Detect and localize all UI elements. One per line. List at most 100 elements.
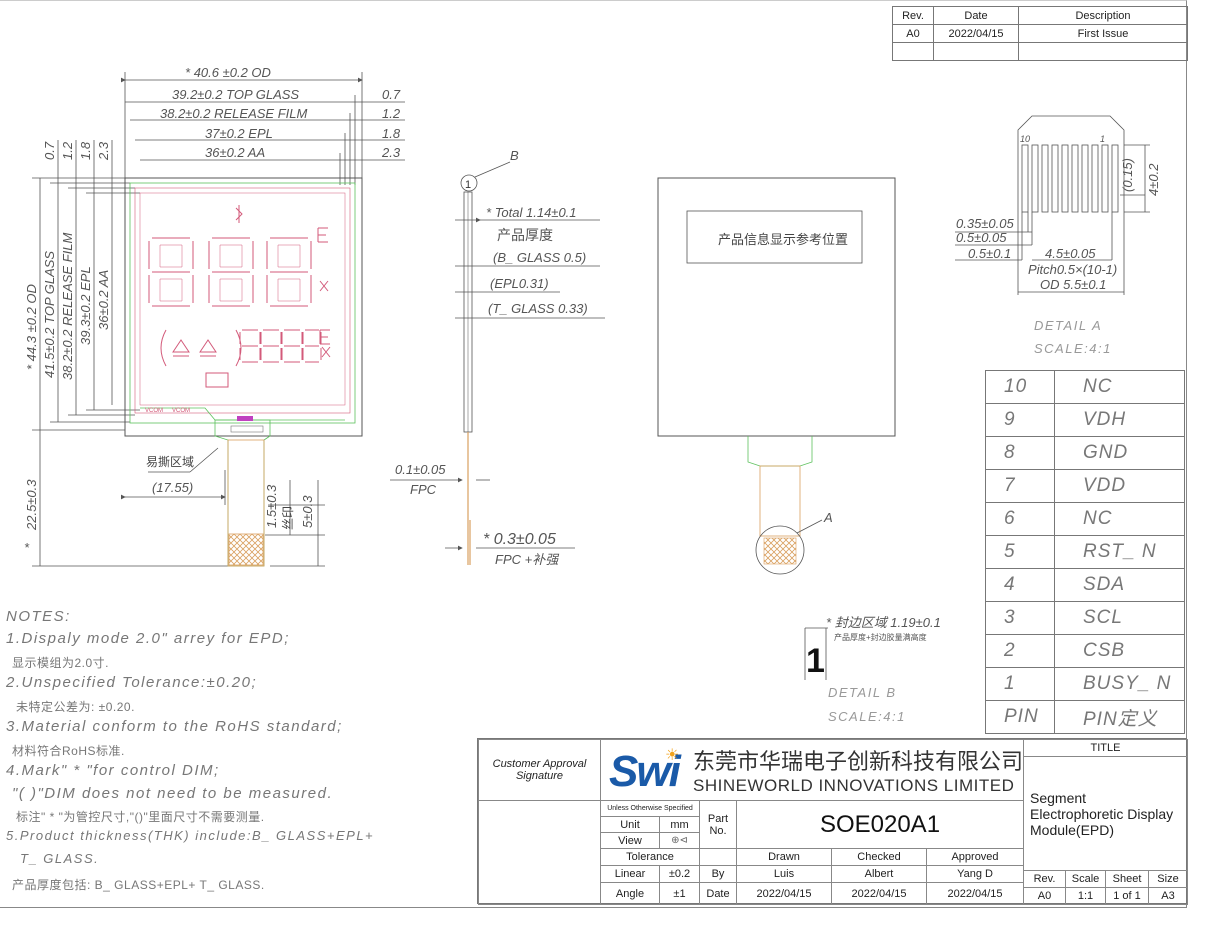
approved-label: Approved (926, 848, 1024, 866)
drawn-label: Drawn (736, 848, 832, 866)
drawn-date: 2022/04/15 (736, 882, 832, 905)
pin-name: SDA (1054, 568, 1185, 602)
fpc-stiff-thickness: * 0.3±0.05 (483, 531, 556, 548)
rev-value: A0 (1023, 887, 1066, 905)
checked-by: Albert (831, 865, 927, 883)
note-line: 材料符合RoHS标准. (12, 744, 125, 758)
dim-top-left-2: 1.8 (78, 141, 93, 160)
rev-label: Rev. (1023, 870, 1066, 888)
unless-specified: Unless Otherwise Specified (600, 800, 700, 817)
detail-b-dim: * 封边区域 1.19±0.1 (826, 615, 941, 630)
empty-cell (1018, 42, 1188, 61)
dim-fpc-a: 1.5±0.3 (264, 484, 279, 528)
note-line: 2.Unspecified Tolerance:±0.20; (6, 674, 258, 691)
fpc-label: FPC (410, 482, 437, 497)
detail-b: 1 * 封边区域 1.19±0.1 产品厚度+封边胶量满高度 DETAIL B … (804, 615, 941, 724)
dim-epl-width: 37±0.2 EPL (205, 126, 273, 141)
front-view: VCOM VCOM * 40.6 ±0.2 OD 39.2±0.2 TOP GL… (24, 65, 405, 567)
sheet-value: 1 of 1 (1105, 887, 1149, 905)
dim-right-1: 1.2 (382, 106, 401, 121)
company-name-en: SHINEWORLD INNOVATIONS LIMITED (693, 776, 1015, 795)
detail-a-dim-5: OD 5.5±0.1 (1040, 277, 1106, 292)
back-view: 产品信息显示参考位置 A (657, 177, 896, 575)
fpc-thickness: 0.1±0.05 (395, 462, 446, 477)
pin-name: GND (1054, 436, 1185, 470)
part-number: SOE020A1 (736, 800, 1024, 849)
approved-date: 2022/04/15 (926, 882, 1024, 905)
detail-b-title: DETAIL B (828, 685, 897, 700)
dim-epl-height: 39.3±0.2 EPL (78, 266, 93, 345)
note-line: 标注" * "为管控尺寸,"()"里面尺寸不需要测量. (16, 810, 265, 824)
company-name-cn: 东莞市华瑞电子创新科技有限公司 (693, 749, 1024, 774)
detail-a-dim-7: 4±0.2 (1146, 163, 1161, 196)
detail-a-dim-0: 0.35±0.05 (956, 216, 1015, 231)
total-thickness: * Total 1.14±0.1 (486, 205, 577, 220)
notes-heading: NOTES: (6, 608, 71, 625)
dim-right-3: 2.3 (381, 145, 401, 160)
pin-number: 1 (985, 667, 1055, 701)
checked-date: 2022/04/15 (831, 882, 927, 905)
part-label: Part No. (699, 800, 737, 849)
dim-right-0: 0.7 (382, 87, 401, 102)
detail-a-dim-6: (0.15) (1120, 158, 1135, 192)
detail-a-pin-last: 1 (1100, 134, 1105, 144)
unit-value: mm (659, 816, 700, 833)
note-line: 1.Dispaly mode 2.0" arrey for EPD; (6, 630, 290, 647)
customer-approval-cell: Customer Approval Signature (478, 739, 601, 801)
dim-top-left-3: 2.3 (96, 141, 111, 161)
star-mark: * (24, 540, 30, 555)
by-label: By (699, 865, 737, 883)
detail-a-dim-2: 0.5±0.1 (968, 246, 1011, 261)
sunburst-icon: ☀ (665, 747, 680, 764)
tolerance-label: Tolerance (600, 848, 700, 866)
bend-area-label: 易撕区域 (146, 455, 194, 469)
title-block: Customer Approval Signature Swi ☀ 东莞市华瑞电… (477, 738, 1188, 905)
callout-b: B (510, 148, 519, 163)
date-label: Date (699, 882, 737, 905)
pin-number: 8 (985, 436, 1055, 470)
dim-fpc-b: 5±0.3 (300, 495, 315, 528)
dim-od-height: * 44.3 ±0.2 OD (24, 284, 39, 370)
detail-b-scale: SCALE:4:1 (828, 709, 906, 724)
pin-name: VDH (1054, 403, 1185, 437)
size-label: Size (1148, 870, 1188, 888)
epl-dim: (EPL0.31) (490, 276, 549, 291)
sheet-label: Sheet (1105, 870, 1149, 888)
dim-aa-height: 36±0.2 AA (96, 270, 111, 330)
callout-a: A (823, 510, 833, 525)
rev-header: Rev. (892, 6, 934, 25)
rev-cell: A0 (892, 24, 934, 43)
pin-header-name: PIN定义 (1054, 700, 1185, 734)
dim-top-left-1: 1.2 (60, 141, 75, 160)
pin-number: 10 (985, 370, 1055, 404)
swi-logo: Swi ☀ (609, 743, 687, 797)
dim-top-glass-height: 41.5±0.2 TOP GLASS (42, 251, 57, 378)
pin-number: 5 (985, 535, 1055, 569)
detail-a-pin-first: 10 (1020, 134, 1030, 144)
pin-name: NC (1054, 502, 1185, 536)
side-marker: 1 (465, 179, 471, 191)
note-line: 显示模组为2.0寸. (12, 656, 110, 670)
label-area-text: 产品信息显示参考位置 (718, 232, 848, 247)
detail-a: 10 1 0.35±0.05 0.5±0.05 0.5±0.1 4.5±0.05… (955, 115, 1161, 356)
detail-a-dim-3: 4.5±0.05 (1045, 246, 1096, 261)
note-line: "( )"DIM does not need to be measured. (12, 785, 334, 802)
size-value: A3 (1148, 887, 1188, 905)
detail-a-dim-1: 0.5±0.05 (956, 230, 1007, 245)
note-line: 5.Product thickness(THK) include:B_ GLAS… (6, 828, 375, 843)
dim-right-2: 1.8 (382, 126, 401, 141)
pin-number: 6 (985, 502, 1055, 536)
dim-release-film-height: 38.2±0.2 RELEASE FILM (60, 233, 75, 380)
pin-name: VDD (1054, 469, 1185, 503)
dim-top-left-0: 0.7 (42, 141, 57, 160)
note-line: 产品厚度包括: B_ GLASS+EPL+ T_ GLASS. (12, 878, 265, 892)
thickness-cn: 产品厚度 (497, 227, 553, 243)
